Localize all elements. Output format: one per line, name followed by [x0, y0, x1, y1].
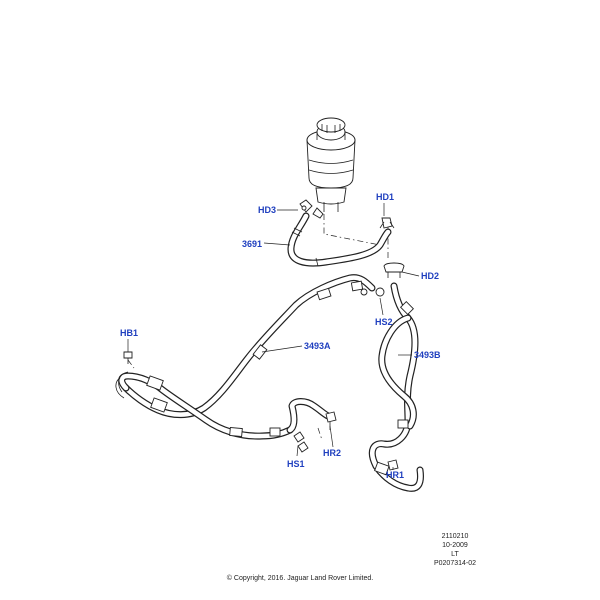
callout-hb1: HB1 [120, 328, 138, 338]
drawing-ref: P0207314-02 [433, 560, 477, 568]
hose-3493a [115, 274, 376, 440]
centre-line [317, 427, 323, 441]
callout-hd3: HD3 [258, 205, 276, 215]
clip-hr1 [387, 459, 399, 471]
centre-line [127, 359, 135, 369]
bolt-hb1 [123, 351, 133, 364]
callout-3493b: 3493B [414, 350, 441, 360]
callout-hr1: HR1 [386, 470, 404, 480]
callout-hd2: HD2 [421, 271, 439, 281]
clip-hs1 [293, 431, 309, 453]
centre-line [323, 214, 381, 246]
callout-hd1: HD1 [376, 192, 394, 202]
copyright-text: © Copyright, 2016. Jaguar Land Rover Lim… [226, 575, 374, 582]
drawing-meta: 2110210 10-2009 LT P0207314-02 [415, 532, 495, 568]
drawing-date: 10-2009 [442, 542, 468, 550]
callout-hs2: HS2 [375, 317, 393, 327]
callout-3493a: 3493A [304, 341, 331, 351]
hose-3691 [287, 212, 392, 267]
drawing-type: LT [451, 551, 459, 559]
clip-hr2 [325, 411, 337, 430]
callout-hr2: HR2 [323, 448, 341, 458]
reservoir [306, 117, 356, 219]
clip-hd3 [299, 199, 313, 213]
clip-hd1 [379, 217, 395, 229]
leader-lines [127, 203, 420, 470]
drawing-code: 2110210 [441, 533, 469, 540]
callout-hs1: HS1 [287, 459, 305, 469]
clip-hs2 [360, 287, 385, 297]
hose-3493b [368, 282, 424, 492]
clip-hd2 [383, 262, 405, 278]
callout-3691: 3691 [242, 239, 262, 249]
